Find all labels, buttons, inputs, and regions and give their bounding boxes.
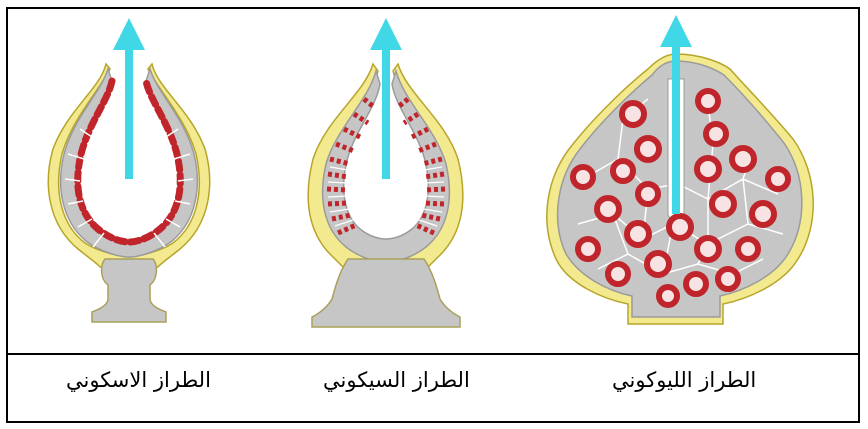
leucon-sponge	[547, 31, 813, 324]
leucon-type-label: الطراز الليوكوني	[612, 368, 756, 392]
sponge-types-illustration	[8, 9, 858, 353]
ascon-type-label: الطراز الاسكوني	[66, 368, 211, 392]
ascon-sponge	[48, 34, 209, 322]
sycon-sponge	[308, 34, 463, 327]
sycon-type-label: الطراز السيكوني	[323, 368, 470, 392]
label-divider	[6, 353, 860, 355]
